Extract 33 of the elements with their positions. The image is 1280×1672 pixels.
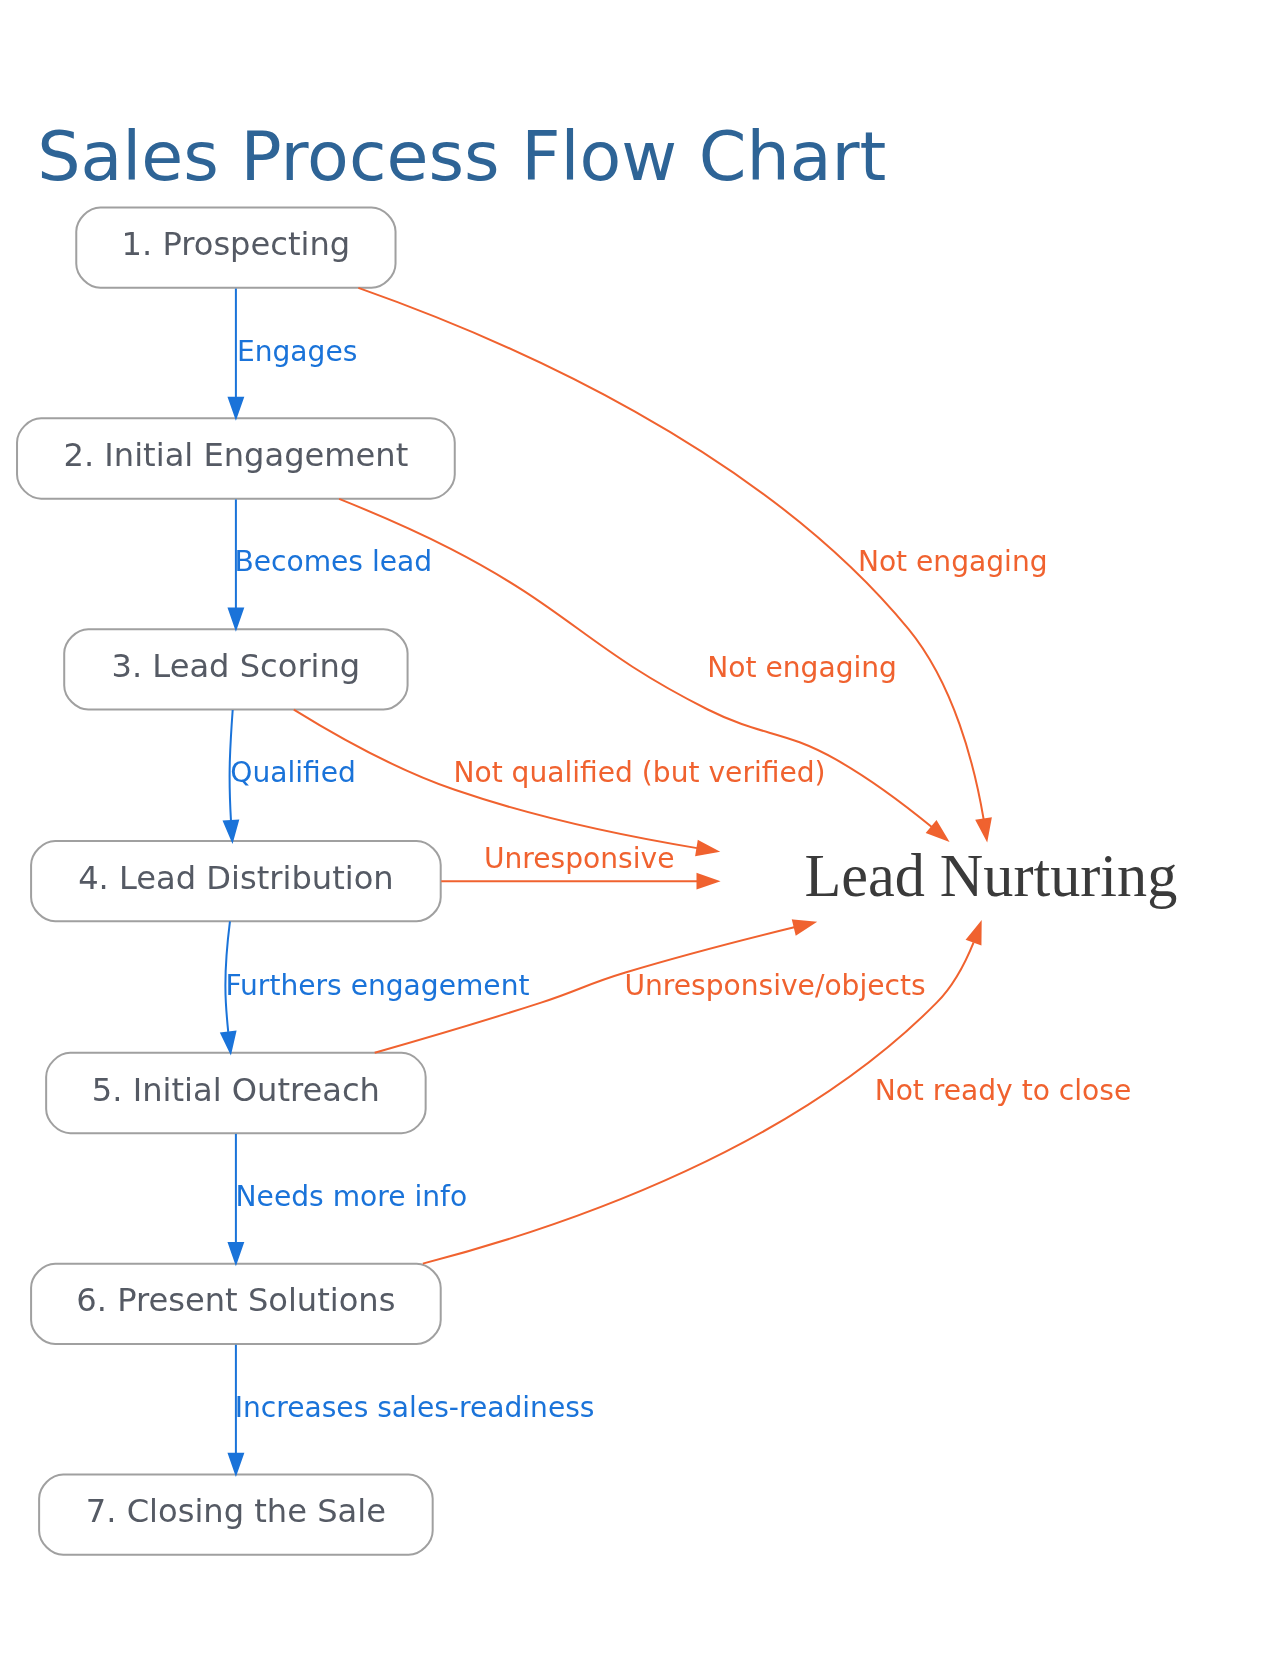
arrow [222, 709, 239, 844]
arrow [292, 708, 720, 857]
edge-label: Increases sales-readiness [234, 1390, 595, 1424]
node-box: 6. Present Solutions [29, 1262, 442, 1345]
arrow [338, 497, 950, 842]
node-text: Lead Nurturing [803, 842, 1177, 910]
node-box: 2. Initial Engagement [15, 417, 456, 500]
arrow [440, 872, 721, 890]
edge-label: Becomes lead [233, 545, 432, 579]
node-box: 4. Lead Distribution [29, 840, 442, 923]
edge-label: Furthers engagement [224, 969, 530, 1003]
edge-label: Qualified [229, 756, 356, 790]
node-box: 3. Lead Scoring [62, 628, 409, 711]
arrow [422, 919, 982, 1265]
arrow [226, 499, 244, 632]
arrow [226, 1344, 244, 1477]
arrow [226, 288, 244, 421]
edge-label: Not ready to close [874, 1074, 1131, 1108]
node-box: 1. Prospecting [74, 206, 397, 289]
node-box: 7. Closing the Sale [37, 1473, 434, 1556]
edge-label: Engages [236, 334, 357, 368]
edge-label: Unresponsive/objects [623, 969, 926, 1003]
edge-label: Not qualified (but verified) [452, 756, 826, 790]
arrow [226, 1133, 244, 1267]
edge-label: Needs more info [235, 1179, 467, 1213]
arrow [373, 919, 817, 1054]
diagram-title: Sales Process Flow Chart [36, 116, 886, 196]
edge-label: Not engaging [857, 545, 1048, 579]
node-box: 5. Initial Outreach [44, 1051, 427, 1135]
arrow [219, 921, 237, 1056]
edge-label: Not engaging [706, 650, 897, 684]
arrow [357, 286, 992, 843]
edge-label: Unresponsive [483, 841, 675, 875]
